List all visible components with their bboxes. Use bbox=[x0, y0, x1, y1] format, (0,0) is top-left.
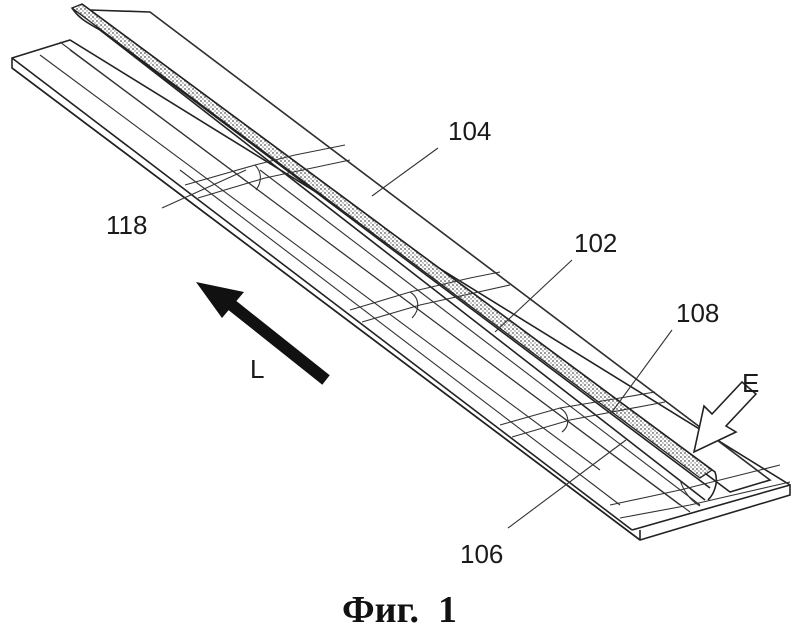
guide-lines bbox=[39, 41, 701, 513]
label-E: E bbox=[742, 368, 759, 398]
label-104: 104 bbox=[448, 116, 491, 146]
base-plate bbox=[11, 39, 791, 541]
section-lines bbox=[184, 144, 791, 519]
flange-panel bbox=[87, 9, 772, 493]
direction-arrow-L bbox=[196, 282, 330, 385]
label-108: 108 bbox=[676, 298, 719, 328]
label-L: L bbox=[250, 354, 264, 384]
stringer-rib bbox=[70, 3, 718, 507]
figure-caption: Фиг. 1 bbox=[342, 589, 457, 631]
label-118: 118 bbox=[106, 210, 147, 240]
label-106: 106 bbox=[460, 539, 503, 569]
direction-arrow-E bbox=[692, 380, 758, 454]
leader-lines bbox=[161, 147, 673, 529]
label-102: 102 bbox=[574, 228, 617, 258]
